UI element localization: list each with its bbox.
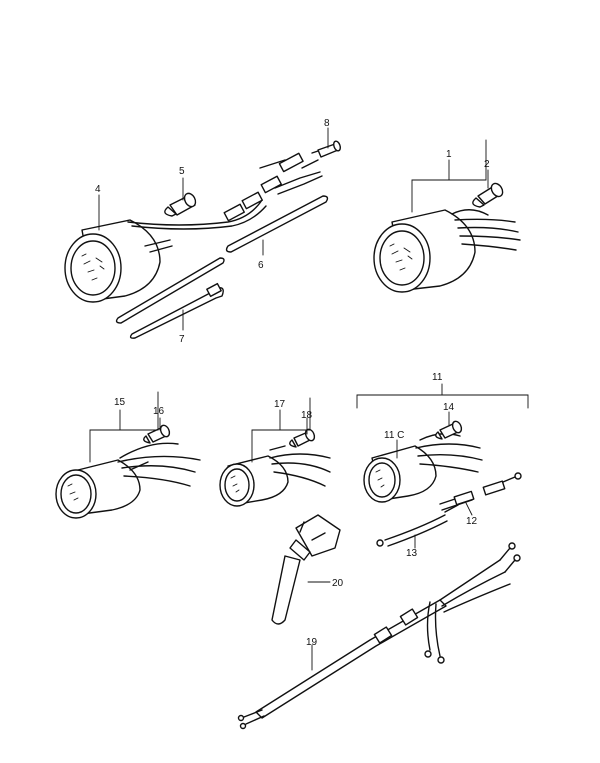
bulb-14[interactable] bbox=[435, 420, 463, 440]
wire-12[interactable] bbox=[439, 472, 522, 511]
bracket-15 bbox=[89, 391, 159, 463]
label-18: 18 bbox=[301, 410, 313, 421]
switch-20[interactable] bbox=[271, 514, 341, 625]
wire-13[interactable] bbox=[376, 504, 459, 547]
part-labels: 1 2 4 5 6 7 8 11 11 C 12 13 14 15 16 17 … bbox=[95, 118, 490, 648]
tube-6[interactable] bbox=[225, 195, 329, 253]
label-17: 17 bbox=[274, 399, 286, 410]
label-4: 4 bbox=[95, 184, 101, 195]
bracket-17 bbox=[251, 397, 311, 463]
label-19: 19 bbox=[306, 637, 318, 648]
connector-harness-upper[interactable] bbox=[223, 152, 323, 222]
gauge-15[interactable] bbox=[55, 442, 201, 519]
gauge-11c[interactable] bbox=[363, 433, 483, 503]
label-15: 15 bbox=[114, 397, 126, 408]
bracket-1 bbox=[411, 139, 487, 213]
label-8: 8 bbox=[324, 118, 330, 129]
label-2: 2 bbox=[484, 159, 490, 170]
gauge-1[interactable] bbox=[373, 209, 521, 293]
label-6: 6 bbox=[258, 260, 264, 271]
bracket-11 bbox=[356, 383, 529, 409]
label-5: 5 bbox=[179, 166, 185, 177]
gauge-17[interactable] bbox=[219, 445, 331, 507]
label-13: 13 bbox=[406, 548, 418, 559]
harness-19[interactable] bbox=[237, 542, 521, 730]
label-14: 14 bbox=[443, 402, 455, 413]
gauge-4[interactable] bbox=[64, 199, 267, 303]
label-20: 20 bbox=[332, 578, 344, 589]
label-7: 7 bbox=[179, 334, 185, 345]
label-1: 1 bbox=[446, 149, 452, 160]
cable-tie-7[interactable] bbox=[129, 282, 224, 339]
label-11c: 11 C bbox=[384, 430, 404, 441]
bulb-5[interactable] bbox=[164, 191, 198, 217]
terminal-8[interactable] bbox=[311, 140, 342, 158]
bulb-16[interactable] bbox=[143, 424, 171, 444]
bulb-18[interactable] bbox=[289, 428, 316, 448]
leader-lines bbox=[98, 127, 489, 671]
label-11: 11 bbox=[432, 372, 443, 383]
tube-long[interactable] bbox=[115, 257, 225, 324]
label-12: 12 bbox=[466, 516, 478, 527]
label-16: 16 bbox=[153, 406, 165, 417]
bulb-2[interactable] bbox=[472, 181, 505, 208]
